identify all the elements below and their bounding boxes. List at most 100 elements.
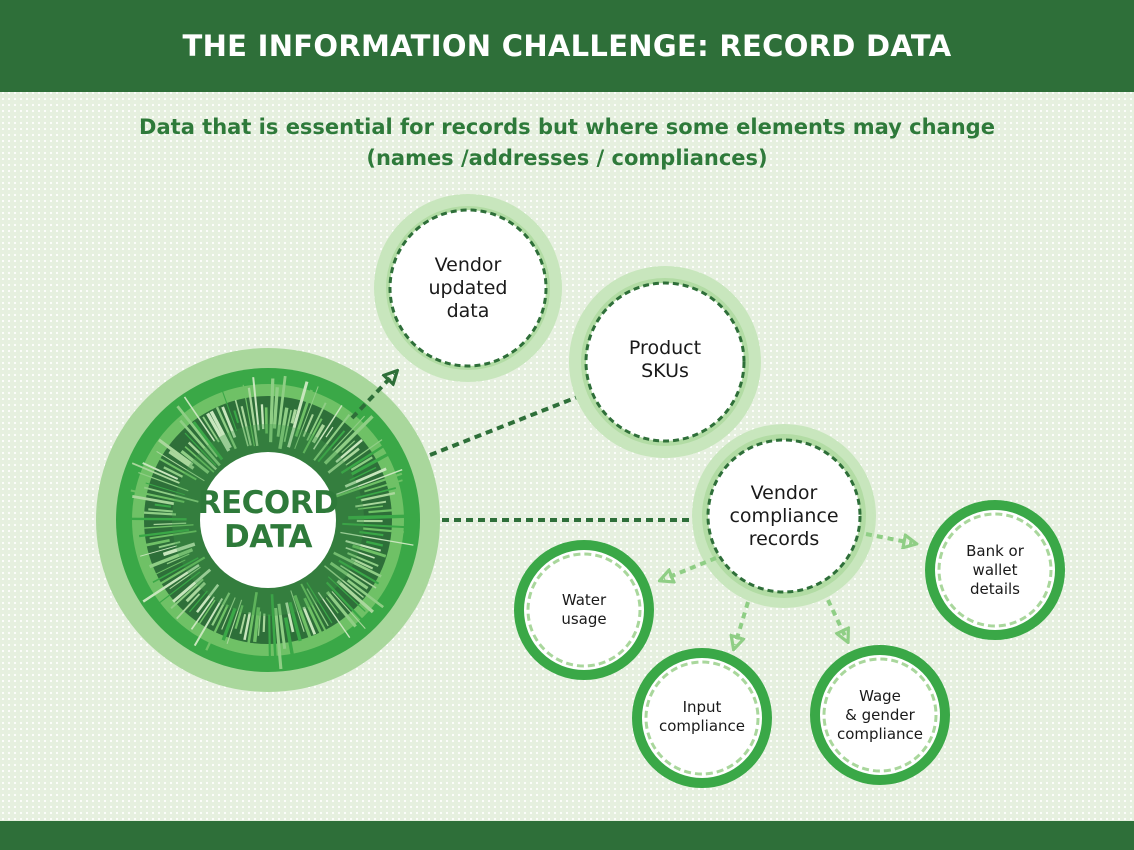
hub-ray — [253, 607, 261, 643]
hub-ray — [143, 486, 199, 503]
hub-ray — [243, 612, 252, 641]
hub-ray — [136, 538, 170, 549]
hub-ray — [270, 594, 278, 669]
hub-ray — [215, 406, 237, 450]
hub-ray — [336, 472, 403, 498]
hub-ray — [276, 375, 287, 437]
hub-ray — [350, 557, 374, 570]
hub-ray — [193, 597, 224, 647]
arrow-to-vendor-updated — [350, 374, 394, 420]
water-usage-line-1: Water — [561, 591, 607, 609]
hub-ray — [290, 409, 297, 424]
record-data-line-1: RECORD — [197, 485, 339, 521]
hub-ray — [172, 568, 212, 603]
hub-ray — [188, 590, 208, 613]
hub-ray — [233, 410, 240, 424]
hub-ray — [202, 416, 220, 443]
hub-connectors — [350, 374, 706, 520]
hub-ray — [278, 407, 289, 450]
hub-ray — [150, 559, 186, 577]
hub-ray — [294, 386, 319, 449]
hub-ray — [348, 514, 418, 520]
hub-ray — [347, 552, 379, 567]
hub-ray — [163, 466, 184, 478]
hub-ray — [125, 517, 187, 521]
hub-ray — [205, 604, 229, 651]
hub-ray — [345, 546, 375, 559]
hub-ray — [149, 530, 197, 540]
hub-ray — [363, 527, 404, 534]
hub-ray — [166, 553, 190, 565]
hub-ray — [152, 557, 199, 583]
hub-ray — [323, 415, 374, 465]
hub-ray — [355, 487, 397, 499]
node-product-skus — [569, 266, 761, 458]
product-skus-line-1: Product — [628, 337, 702, 359]
hub-ray — [336, 579, 375, 614]
hub-ray — [234, 399, 249, 447]
hub-ray — [359, 530, 384, 537]
hub-ray — [306, 588, 329, 627]
hub-ray — [339, 564, 377, 589]
hub-ray — [340, 531, 414, 546]
hub-ray — [313, 413, 351, 461]
hub-ray — [325, 581, 369, 627]
hub-ray — [355, 500, 387, 508]
hub-ray — [142, 564, 200, 603]
hub-ray — [335, 438, 363, 464]
hub-ray — [325, 590, 357, 628]
hub-ray — [283, 617, 294, 656]
vendor-updated-line-2: updated — [428, 276, 508, 299]
hub-rays — [125, 375, 418, 670]
hub-ray — [349, 466, 377, 482]
hub-ray — [294, 389, 313, 437]
hub-ray — [332, 415, 366, 451]
hub-ray — [350, 448, 398, 476]
hub-ray — [184, 445, 215, 473]
page-title: THE INFORMATION CHALLENGE: RECORD DATA — [182, 29, 952, 63]
hub-ray — [131, 462, 180, 484]
hub-ray — [327, 576, 366, 612]
vendor-updated-line-1: Vendor — [434, 253, 502, 276]
arrow-to-product-skus — [429, 392, 590, 457]
wage-gender-label: Wage & gender compliance — [820, 677, 940, 753]
hub-ray — [257, 611, 262, 636]
node-input-compliance — [632, 648, 772, 788]
hub-ray — [240, 406, 252, 446]
hub-ray — [357, 505, 383, 510]
node-water-usage — [514, 540, 654, 680]
hub-ray — [152, 571, 201, 609]
hub-ray — [285, 602, 295, 633]
hub-ray — [368, 508, 396, 514]
hub-ray — [176, 405, 219, 458]
hub-ray — [300, 583, 331, 641]
hub-ray — [341, 440, 356, 454]
hub-ray — [149, 452, 197, 481]
hub-ray — [312, 404, 343, 450]
water-usage-label: Water usage — [534, 585, 634, 635]
vendor-updated-label: Vendor updated data — [398, 238, 538, 338]
input-compliance-line-1: Input — [682, 698, 722, 716]
hub-ray — [317, 430, 346, 463]
wage-gender-line-2: & gender — [845, 705, 915, 724]
bank-wallet-line-2: wallet — [972, 560, 1018, 579]
hub-ray — [226, 599, 243, 644]
hub-ray — [306, 582, 333, 624]
hub-ray — [272, 387, 279, 429]
arrow-to-input-compliance — [735, 601, 750, 645]
hub-ray — [206, 412, 231, 452]
hub-ray — [302, 418, 323, 454]
hub-ray — [180, 449, 210, 474]
compliance-connectors — [664, 532, 912, 645]
hub-ray — [283, 409, 293, 442]
hub-ray — [324, 565, 364, 598]
vendor-compliance-line-3: records — [748, 527, 820, 550]
hub-ray — [234, 604, 244, 630]
hub-ray — [221, 406, 237, 439]
hub-ray — [144, 524, 194, 529]
node-vendor-compliance — [692, 424, 876, 608]
hub-ray — [329, 561, 369, 590]
hub-ray — [184, 432, 217, 466]
hub-ray — [183, 396, 216, 442]
